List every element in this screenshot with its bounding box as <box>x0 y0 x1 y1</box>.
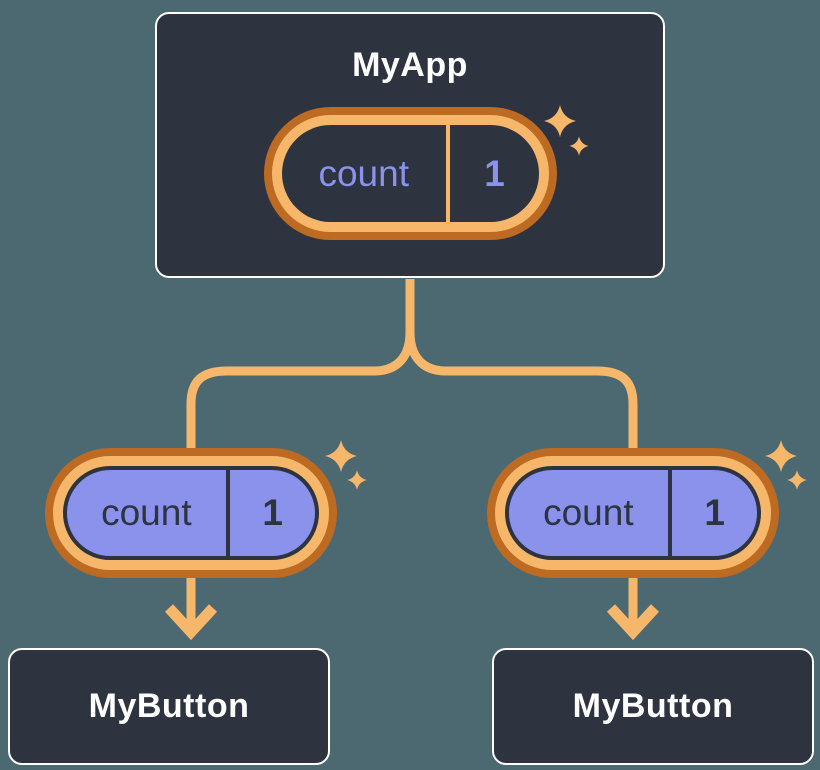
component-node-mybutton-right: MyButton <box>492 648 814 765</box>
connector-branch-right <box>405 331 638 456</box>
arrow-left-head-icon <box>164 604 218 641</box>
state-name: count <box>318 152 409 194</box>
sparkle-icon <box>347 470 367 490</box>
sparkle-icon <box>325 440 357 472</box>
prop-name: count <box>543 492 634 533</box>
state-pill-ring: count 1 <box>271 115 549 232</box>
component-node-myapp: MyApp count 1 <box>155 12 665 278</box>
prop-pill-core: count 1 <box>63 466 319 560</box>
component-node-mybutton-left: MyButton <box>8 648 330 765</box>
prop-pill-core: count 1 <box>505 466 761 560</box>
connector-branch-left <box>186 331 415 456</box>
pill-divider <box>667 470 673 556</box>
arrow-right-head-icon <box>606 604 660 641</box>
pill-divider <box>445 125 451 222</box>
prop-pill-ring: count 1 <box>53 456 329 570</box>
sparkle-icon <box>787 470 807 490</box>
prop-pill-left: count 1 <box>45 448 337 578</box>
prop-value: 1 <box>262 492 283 533</box>
component-title: MyApp <box>352 46 468 84</box>
pill-divider <box>225 470 231 556</box>
state-value: 1 <box>484 152 505 194</box>
prop-name: count <box>101 492 192 533</box>
state-pill: count 1 <box>263 107 557 240</box>
prop-pill-ring: count 1 <box>495 456 771 570</box>
sparkle-icon <box>765 440 797 472</box>
component-title: MyButton <box>572 687 734 725</box>
state-pill-core: count 1 <box>281 125 539 222</box>
prop-value: 1 <box>704 492 725 533</box>
component-title: MyButton <box>88 687 250 725</box>
prop-pill-right: count 1 <box>487 448 779 578</box>
